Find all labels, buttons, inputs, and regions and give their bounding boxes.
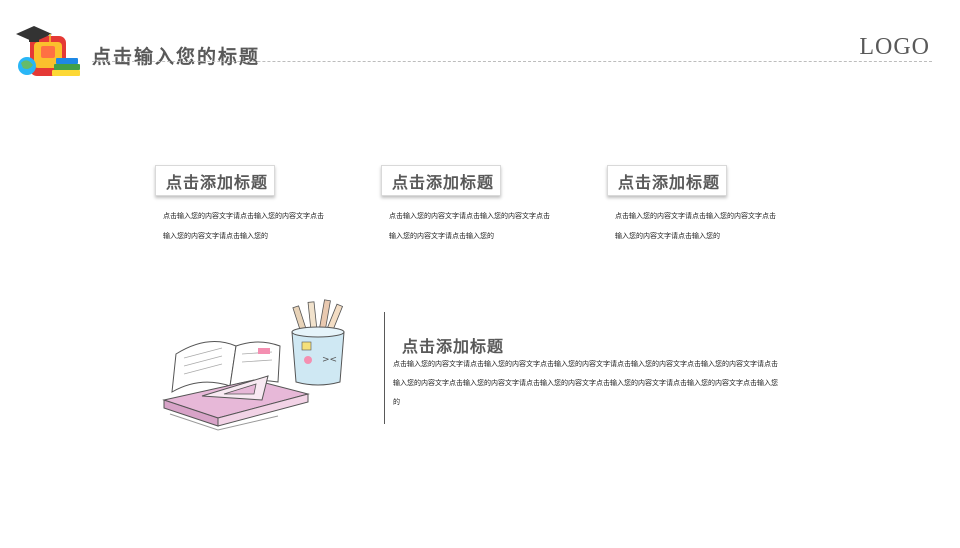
card-title[interactable]: 点击添加标题 [381,165,502,196]
feature-title[interactable]: 点击添加标题 [402,337,505,356]
logo-placeholder[interactable]: LOGO [859,34,930,60]
content-card-3: 点击添加标题 点击输入您的内容文字请点击输入您的内容文字点击输入您的内容文字请点… [607,165,787,246]
books-and-pencil-cup-illustration: >< [162,299,345,431]
card-body[interactable]: 点击输入您的内容文字请点击输入您的内容文字点击输入您的内容文字请点击输入您的 [163,212,324,240]
card-title[interactable]: 点击添加标题 [607,165,728,196]
card-body[interactable]: 点击输入您的内容文字请点击输入您的内容文字点击输入您的内容文字请点击输入您的 [389,212,550,240]
page-title[interactable]: 点击输入您的标题 [92,46,261,68]
card-title[interactable]: 点击添加标题 [155,165,276,196]
vertical-divider [384,312,385,424]
slide-header: 点击输入您的标题 LOGO [0,0,960,90]
school-bag-books-icon [16,26,80,76]
card-body[interactable]: 点击输入您的内容文字请点击输入您的内容文字点击输入您的内容文字请点击输入您的 [615,212,776,240]
svg-text:><: >< [322,355,337,365]
content-card-1: 点击添加标题 点击输入您的内容文字请点击输入您的内容文字点击输入您的内容文字请点… [155,165,335,246]
title-divider [92,61,932,62]
content-card-2: 点击添加标题 点击输入您的内容文字请点击输入您的内容文字点击输入您的内容文字请点… [381,165,561,246]
feature-body[interactable]: 点击输入您的内容文字请点击输入您的内容文字点击输入您的内容文字请点击输入您的内容… [393,360,778,406]
